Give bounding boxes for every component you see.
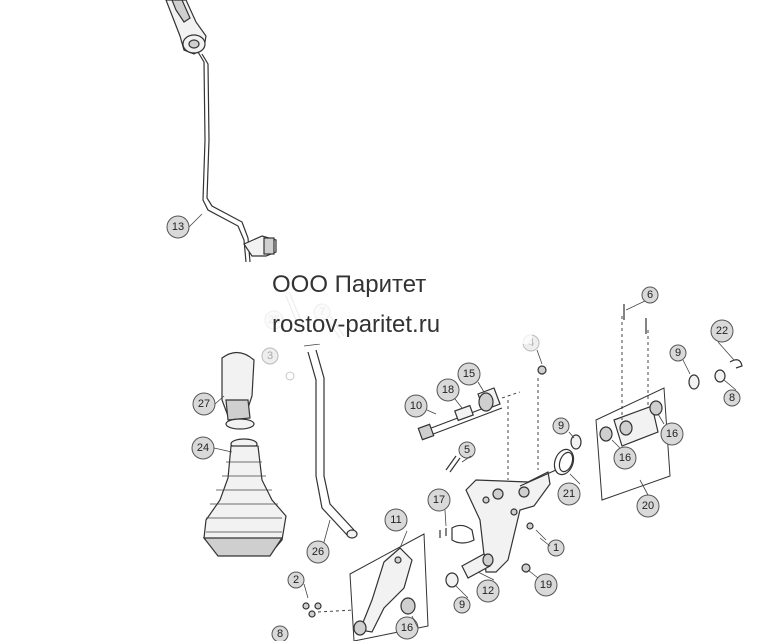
callout-16-lower: 16 (395, 616, 419, 640)
watermark-site-link[interactable]: rostov-paritet.ru (272, 311, 441, 338)
shift-rod (303, 343, 358, 539)
callout-9-upper: 9 (669, 344, 687, 362)
plate-assembly (595, 304, 671, 501)
callout-20: 20 (636, 494, 660, 518)
spring (519, 448, 575, 487)
callout-6: 6 (641, 286, 659, 304)
callout-26: 26 (306, 540, 330, 564)
svg-text:24: 24 (197, 442, 209, 454)
svg-text:18: 18 (442, 384, 454, 396)
svg-text:26: 26 (312, 546, 324, 558)
callout-19: 19 (534, 573, 558, 597)
watermark-background (262, 262, 532, 344)
callout-12: 12 (476, 579, 500, 603)
bushing (461, 553, 494, 579)
svg-text:2: 2 (293, 574, 299, 586)
callout-27: 27 (192, 392, 216, 416)
callout-22: 22 (710, 319, 734, 343)
svg-text:22: 22 (716, 325, 728, 337)
gaiter-boot (202, 438, 287, 557)
callout-24: 24 (191, 436, 215, 460)
callout-9-lower: 9 (453, 596, 471, 614)
upper-gear-lever (165, 0, 277, 263)
svg-text:16: 16 (666, 428, 678, 440)
svg-text:5: 5 (464, 444, 470, 456)
callout-10: 10 (404, 394, 428, 418)
svg-text:11: 11 (390, 514, 401, 526)
svg-text:27: 27 (198, 398, 210, 410)
washers (445, 359, 743, 588)
callout-5: 5 (458, 441, 476, 459)
callout-3: 3 (261, 347, 279, 365)
svg-text:20: 20 (642, 500, 654, 512)
svg-text:8: 8 (729, 392, 735, 404)
svg-text:16: 16 (401, 622, 413, 634)
callout-9-middle: 9 (552, 417, 570, 435)
svg-text:1: 1 (553, 542, 559, 554)
svg-text:17: 17 (433, 494, 445, 506)
svg-text:9: 9 (459, 599, 465, 611)
callout-21: 21 (557, 482, 581, 506)
svg-text:19: 19 (540, 579, 552, 591)
clip (439, 524, 475, 544)
callout-16-plate-right: 16 (660, 422, 684, 446)
callout-16-plate-left: 16 (613, 446, 637, 470)
svg-text:15: 15 (463, 368, 475, 380)
callout-1: 1 (547, 539, 565, 557)
callout-17: 17 (427, 488, 451, 512)
leader-lines (188, 213, 737, 629)
svg-text:8: 8 (277, 628, 283, 640)
callout-13: 13 (166, 215, 190, 239)
lever-plate (349, 533, 429, 641)
svg-text:3: 3 (267, 350, 273, 362)
callout-18: 18 (436, 378, 460, 402)
svg-text:9: 9 (675, 347, 681, 359)
svg-text:6: 6 (647, 289, 653, 301)
screw-and-pin (445, 365, 547, 541)
callout-11: 11 (384, 508, 408, 532)
callout-2: 2 (287, 571, 305, 589)
svg-text:21: 21 (563, 488, 575, 500)
svg-text:10: 10 (410, 400, 422, 412)
bolt-bushing-group (417, 387, 521, 441)
callout-8-lower: 8 (271, 625, 289, 641)
callout-15: 15 (457, 362, 481, 386)
svg-text:12: 12 (482, 585, 494, 597)
gear-knob (221, 351, 255, 430)
svg-text:9: 9 (558, 420, 564, 432)
svg-text:16: 16 (619, 452, 631, 464)
main-bracket (465, 378, 551, 573)
svg-text:13: 13 (172, 221, 184, 233)
watermark-company: ООО Паритет (272, 271, 427, 298)
nuts (302, 563, 531, 618)
callout-8-upper: 8 (723, 389, 741, 407)
